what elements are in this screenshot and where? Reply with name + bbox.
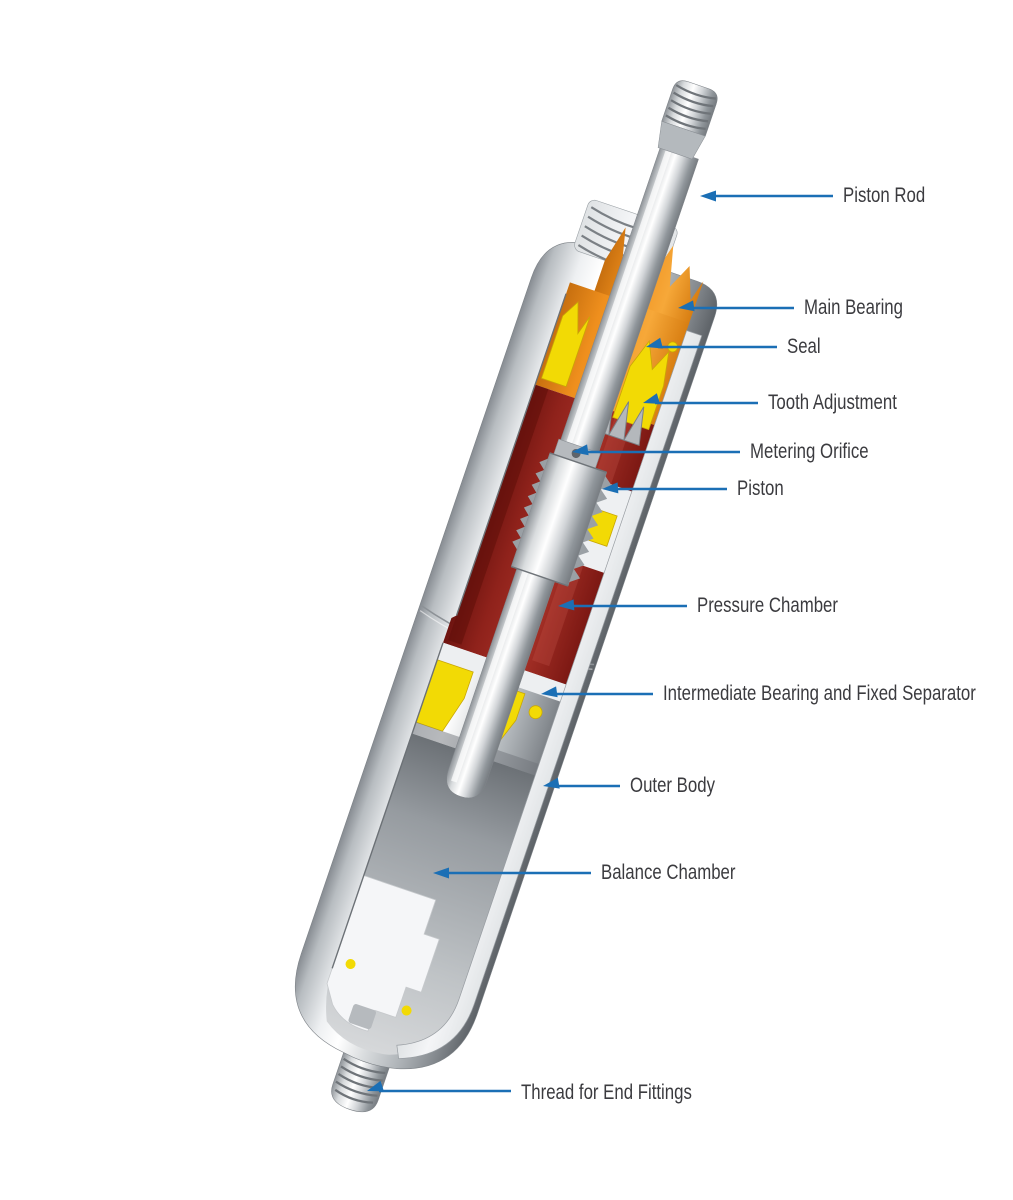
callout-arrow-outer-body: [543, 777, 620, 789]
label-tooth-adjustment: Tooth Adjustment: [768, 391, 897, 414]
callout-arrow-balance-chamber: [433, 867, 591, 879]
callout-arrows: [367, 190, 833, 1093]
callout-arrow-metering-orifice: [572, 444, 740, 456]
inner-wall-band: [396, 330, 703, 1059]
label-balance-chamber: Balance Chamber: [601, 861, 736, 884]
callout-arrow-intermediate-bearing: [541, 686, 653, 698]
label-main-bearing: Main Bearing: [804, 296, 903, 319]
label-piston-rod: Piston Rod: [843, 184, 926, 207]
label-metering-orifice: Metering Orifice: [750, 440, 869, 463]
piston-rod-thread: [657, 80, 718, 160]
piston-shape: [510, 452, 612, 587]
callout-arrow-seal: [646, 337, 777, 349]
label-pressure-chamber: Pressure Chamber: [697, 594, 838, 617]
label-outer-body: Outer Body: [630, 774, 715, 797]
callout-arrow-thread-end-fittings: [367, 1080, 511, 1093]
gas-spring-cutaway: [294, 80, 718, 1113]
bottom-interior: [326, 875, 440, 1032]
label-intermediate-bearing: Intermediate Bearing and Fixed Separator: [663, 682, 976, 705]
callout-arrow-main-bearing: [678, 300, 794, 312]
callout-arrow-pressure-chamber: [558, 599, 687, 611]
label-seal: Seal: [787, 335, 821, 358]
label-thread-end-fittings: Thread for End Fittings: [521, 1081, 692, 1104]
label-piston: Piston: [737, 477, 784, 500]
callout-arrow-piston-rod: [700, 190, 833, 202]
callout-arrow-tooth-adjustment: [643, 393, 758, 405]
callout-arrow-piston: [602, 482, 727, 494]
cut-edge-line: [331, 293, 567, 969]
